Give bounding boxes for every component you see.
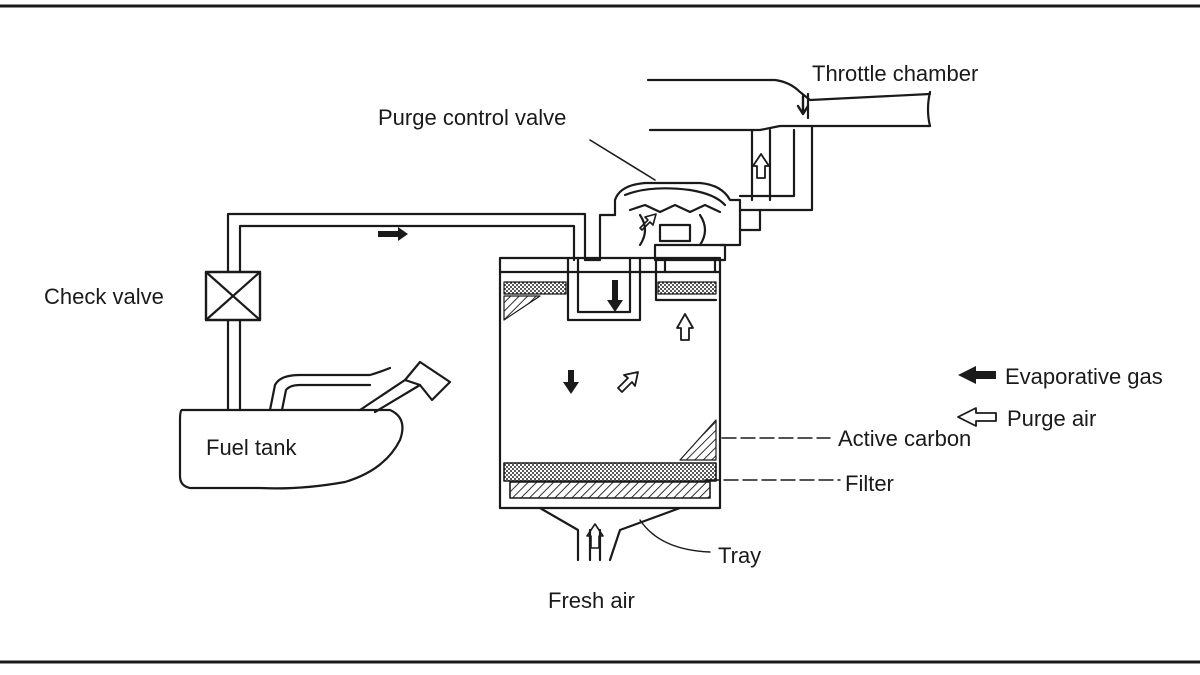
purge-valve-leader bbox=[589, 139, 656, 181]
purge-air-arrow-pipe-icon bbox=[752, 153, 770, 179]
legend-evaporative-gas-label: Evaporative gas bbox=[1005, 364, 1163, 389]
purge-control-valve-label: Purge control valve bbox=[378, 105, 566, 130]
filter-label: Filter bbox=[845, 471, 894, 496]
tray-label: Tray bbox=[718, 543, 761, 568]
purge-air-arrow-canister-icon bbox=[676, 313, 694, 341]
legend-purge-air-label: Purge air bbox=[1007, 406, 1096, 431]
evap-gas-arrow-pipe-icon bbox=[378, 227, 408, 241]
filler-neck bbox=[268, 360, 452, 414]
fresh-air-label: Fresh air bbox=[548, 588, 635, 613]
fuel-tank bbox=[178, 408, 404, 490]
filter-layer bbox=[503, 462, 717, 482]
tray-layer bbox=[509, 481, 711, 499]
legend-evap-arrow-icon bbox=[958, 366, 996, 384]
purge-air-arrow-valve-icon bbox=[639, 213, 657, 231]
active-carbon-shading bbox=[679, 419, 717, 461]
purge-air-arrow-diagonal-icon bbox=[617, 371, 639, 393]
fuel-tank-label: Fuel tank bbox=[206, 435, 297, 460]
purge-control-valve bbox=[613, 181, 762, 274]
throttle-flow-arrow-icon bbox=[796, 94, 810, 116]
top-filter-right bbox=[657, 281, 717, 295]
legend-purge-arrow-icon bbox=[957, 407, 997, 427]
check-valve-label: Check valve bbox=[44, 284, 164, 309]
purge-line-pipe bbox=[738, 124, 814, 212]
charcoal-canister bbox=[498, 256, 722, 510]
vapor-line-pipe bbox=[226, 212, 617, 412]
evap-gas-arrow-canister-mid-icon bbox=[563, 370, 579, 394]
top-filter-left bbox=[503, 281, 567, 295]
tray-leader bbox=[639, 519, 711, 553]
evap-gas-arrow-canister-top-icon bbox=[607, 280, 623, 312]
tray-funnel bbox=[538, 506, 682, 562]
fresh-air-arrow-icon bbox=[586, 523, 604, 549]
active-carbon-shading-top bbox=[503, 295, 541, 321]
throttle-chamber bbox=[646, 78, 932, 132]
active-carbon-label: Active carbon bbox=[838, 426, 971, 451]
check-valve bbox=[204, 270, 262, 322]
throttle-chamber-label: Throttle chamber bbox=[812, 61, 978, 86]
